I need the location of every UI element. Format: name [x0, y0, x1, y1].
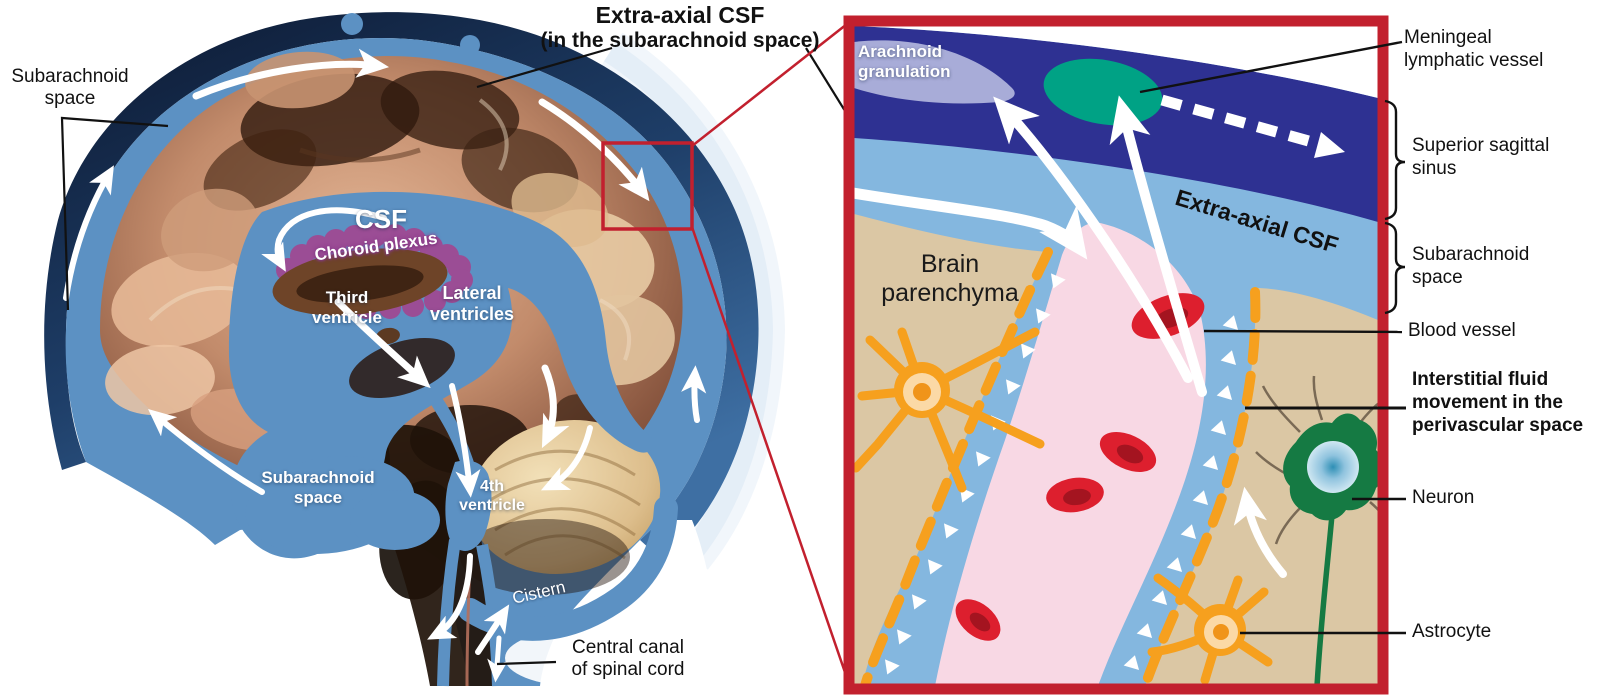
astrocyte-endfeet: [860, 247, 1261, 684]
inset-panel: [843, 15, 1389, 695]
label-subarachnoid-space-top: Subarachnoid space: [11, 66, 129, 110]
zoom-connector-top: [691, 23, 848, 147]
leader-blood-vessel: [1203, 329, 1403, 334]
flow-arrow-front: [63, 165, 114, 301]
leader-title-left: [476, 46, 613, 89]
arrow-interstitial-up: [1233, 486, 1287, 578]
label-superior-sagittal-sinus: Superior sagittal sinus: [1412, 135, 1550, 179]
zoom-connector-bottom: [690, 226, 851, 685]
csf-flow-arrows: [63, 48, 707, 683]
label-brain-parenchyma: Brain parenchyma: [881, 250, 1019, 307]
flow-arrow-cerebellum: [540, 425, 593, 491]
cerebellum: [460, 420, 661, 595]
label-third-ventricle: Third ventricle: [312, 288, 382, 327]
figure-title: Extra-axial CSF: [595, 2, 765, 28]
sinus-flow-dashed-arrow: [1160, 94, 1345, 158]
label-lateral-ventricles: Lateral ventricles: [429, 283, 515, 324]
label-central-canal: Central canal of spinal cord: [571, 637, 685, 681]
figure-subtitle: (in the subarachnoid space): [540, 28, 820, 52]
skull-layer: [44, 12, 759, 561]
label-blood-vessel: Blood vessel: [1408, 320, 1516, 341]
astrocyte-right: [1147, 573, 1273, 684]
zoom-region-box: [601, 141, 694, 231]
label-neuron: Neuron: [1412, 487, 1475, 508]
label-subarachnoid-space-inset: Subarachnoid space: [1412, 244, 1530, 288]
label-arachnoid-granulation: Arachnoid granulation: [858, 42, 951, 81]
arachnoid-granulation-shape: [854, 40, 1015, 104]
inset-label-leaders: [1139, 40, 1406, 635]
label-subarachnoid-space-lower: Subarachnoid space: [261, 468, 375, 507]
arrow-to-lymphatic: [1109, 95, 1207, 397]
brain-illustration: [44, 12, 869, 687]
flow-arrow-top-right: [538, 98, 650, 202]
bracket-superior-sagittal-sinus: [1384, 99, 1406, 221]
label-fourth-ventricle: 4th ventricle: [459, 478, 525, 514]
flow-arrow-atrium: [541, 364, 570, 449]
flow-arrow-csf: [261, 207, 387, 272]
flow-arrow-aqueduct: [449, 383, 481, 498]
flow-arrow-third-ventricle: [334, 298, 431, 389]
leader-central-canal: [496, 660, 557, 666]
label-meningeal-lymphatic-vessel: Meningeal lymphatic vessel: [1404, 27, 1544, 71]
inset-border: [843, 15, 1389, 695]
inset-flow-arrows: [854, 95, 1287, 578]
blood-vessel-shape: [935, 222, 1206, 684]
flow-arrow-lower-front: [148, 408, 265, 495]
flow-arrow-top: [192, 48, 390, 100]
label-astrocyte: Astrocyte: [1412, 621, 1492, 642]
arrow-csf-inflow: [854, 187, 1088, 260]
arrow-to-granulation: [993, 96, 1193, 383]
leader-meningeal: [1139, 40, 1403, 94]
leader-subarachnoid-top: [60, 116, 169, 311]
flow-arrow-to-cistern: [475, 604, 510, 655]
label-csf: CSF: [355, 204, 407, 234]
flow-arrow-medulla: [427, 553, 473, 640]
astrocyte-left: [854, 327, 1045, 493]
flow-arrow-back: [681, 365, 707, 423]
bracket-subarachnoid-space: [1384, 221, 1406, 315]
label-interstitial-fluid: Interstitial fluid movement in the periv…: [1412, 369, 1584, 436]
cistern-band: [458, 496, 678, 641]
flow-arrow-to-canal: [487, 635, 509, 683]
figure-title-block: Extra-axial CSF (in the subarachnoid spa…: [520, 2, 840, 53]
